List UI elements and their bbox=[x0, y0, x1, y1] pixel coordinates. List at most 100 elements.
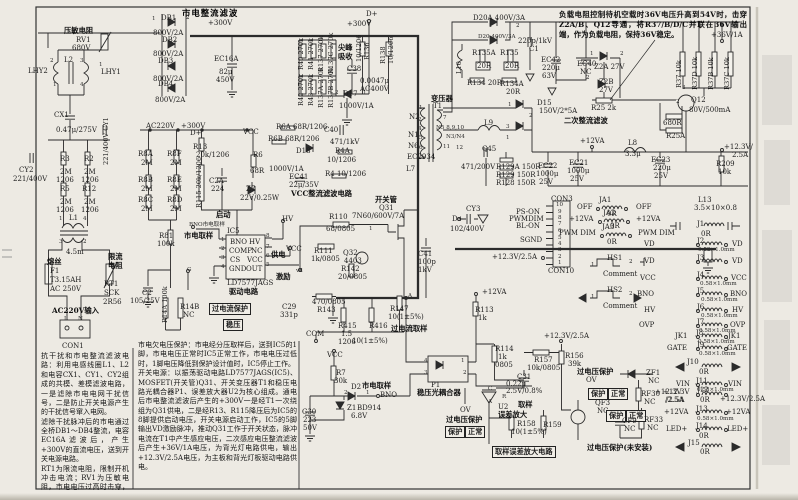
label: Q32 bbox=[343, 249, 358, 257]
section-title: 吸收 bbox=[338, 52, 353, 61]
label: CY2 bbox=[19, 166, 34, 174]
label: 1 bbox=[99, 62, 103, 68]
label: 0.58×1.0mm bbox=[701, 297, 738, 303]
label: R6A 68R/1206 bbox=[276, 123, 328, 131]
label: 2M bbox=[170, 159, 182, 167]
label: 680R bbox=[663, 119, 682, 127]
label: VIN bbox=[676, 380, 690, 388]
label: J7 bbox=[697, 318, 705, 326]
label: 7 bbox=[266, 244, 270, 250]
label: 10(1±5%) bbox=[511, 428, 547, 436]
label: 4 bbox=[221, 264, 225, 270]
net-ac-input: AC220V输入 bbox=[52, 306, 99, 315]
label: 4 bbox=[83, 216, 87, 222]
label: 6 bbox=[419, 145, 423, 151]
label: 0R bbox=[700, 396, 710, 404]
label: 1 bbox=[489, 23, 493, 29]
label: 1k/0805 bbox=[311, 255, 340, 263]
label: 2 bbox=[558, 254, 562, 260]
label: 470/0805 bbox=[312, 298, 346, 306]
label: PWM DIM bbox=[638, 229, 675, 237]
label: BL-ON bbox=[516, 222, 541, 230]
label: 220μ bbox=[653, 164, 671, 172]
label: AC 250V bbox=[50, 285, 82, 293]
label: VIN bbox=[728, 380, 742, 388]
label: 2 bbox=[629, 259, 633, 265]
label: 2.5A bbox=[732, 151, 749, 159]
label: N6 bbox=[408, 142, 419, 150]
label: 1k bbox=[498, 353, 507, 361]
connector-con3: CON3 bbox=[551, 195, 573, 203]
label: R134A bbox=[500, 80, 524, 88]
label: 3 bbox=[221, 255, 225, 261]
label: QF3 bbox=[595, 399, 611, 407]
label: 电阻 bbox=[108, 261, 123, 270]
label: R25A bbox=[666, 132, 686, 140]
label: 10k bbox=[718, 168, 732, 176]
label: L8 bbox=[628, 139, 638, 147]
label: LED+ bbox=[666, 425, 688, 433]
label: 9 bbox=[558, 209, 562, 215]
label: R129 150R bbox=[496, 171, 536, 179]
label: 6 bbox=[558, 228, 562, 234]
label: 2M bbox=[141, 159, 153, 167]
label: A bbox=[488, 399, 493, 405]
label: 223 bbox=[303, 416, 317, 424]
label: 3 bbox=[80, 58, 84, 64]
label: HV bbox=[732, 306, 744, 314]
label: 1 bbox=[363, 90, 367, 96]
label: R25 2k bbox=[591, 104, 617, 112]
connector-con1: CON1 bbox=[62, 342, 84, 350]
varistor-title: 压敏电阻 bbox=[64, 26, 94, 35]
label: F1 bbox=[50, 267, 60, 275]
label: AC400V bbox=[360, 85, 389, 93]
label: R135 bbox=[500, 49, 519, 57]
label: J13 bbox=[696, 405, 708, 413]
label: EC23 bbox=[651, 156, 671, 164]
label: R8C bbox=[138, 196, 154, 204]
label: 2M bbox=[60, 168, 72, 176]
label: 80V/500mA bbox=[689, 106, 731, 114]
label: /2.5A bbox=[666, 396, 685, 404]
label: Z1 bbox=[347, 404, 357, 412]
label: +12VA bbox=[482, 288, 507, 296]
section-title: 市电整流滤波 bbox=[182, 8, 239, 18]
label: 224 bbox=[211, 185, 225, 193]
label: T1 bbox=[433, 102, 443, 110]
label: 220μ bbox=[542, 64, 560, 72]
label: 22V/0.25W bbox=[240, 194, 280, 202]
label: 熔丝 bbox=[47, 257, 62, 266]
label: 保护 bbox=[606, 410, 627, 422]
label: HV bbox=[282, 215, 294, 223]
label: 1206 bbox=[81, 206, 99, 214]
label: 4 bbox=[558, 241, 562, 247]
label: Z2B bbox=[599, 78, 614, 86]
label: R4 10/1206 bbox=[325, 170, 367, 178]
label: D+ bbox=[190, 129, 202, 137]
label: 8 bbox=[558, 215, 562, 221]
label: 2 bbox=[186, 15, 190, 21]
label: 1 bbox=[59, 216, 63, 222]
label: 2M bbox=[141, 205, 153, 213]
label: R6B 68R/1206 bbox=[268, 135, 320, 143]
label: PWM DIM bbox=[559, 229, 596, 237]
label: 20k/1206 bbox=[196, 151, 230, 159]
label: R159 bbox=[543, 421, 562, 429]
label: NC bbox=[648, 377, 660, 385]
label: 2 bbox=[83, 239, 87, 245]
label: BNO bbox=[380, 391, 398, 399]
label: 100k bbox=[157, 240, 175, 248]
label: 2 bbox=[418, 117, 422, 123]
label: 2 bbox=[50, 58, 54, 64]
label: R158 bbox=[517, 420, 536, 428]
label: 1206 bbox=[338, 338, 356, 346]
label: J5 bbox=[697, 287, 705, 295]
label: 2 bbox=[221, 246, 225, 252]
label: R6 bbox=[253, 151, 263, 159]
label: C41 bbox=[418, 250, 433, 258]
label: 50V bbox=[303, 424, 317, 432]
label: 11 bbox=[443, 144, 451, 150]
label: R40 270k bbox=[297, 37, 305, 70]
label: 471/200V bbox=[461, 163, 496, 171]
label: DB2 bbox=[162, 36, 178, 44]
